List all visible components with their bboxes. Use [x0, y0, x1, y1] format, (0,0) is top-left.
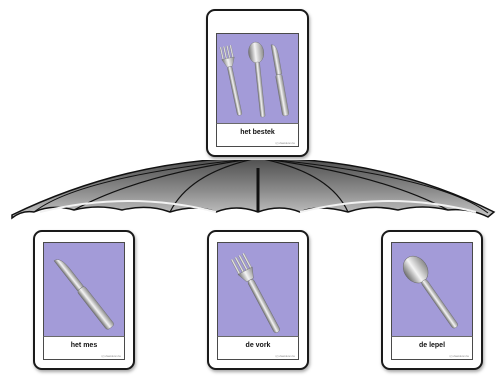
card-knife: het mes (c) vlaanderen.be	[33, 230, 135, 370]
card-caption: de vork (c) vlaanderen.be	[217, 336, 299, 360]
card-caption: het mes (c) vlaanderen.be	[43, 336, 125, 360]
card-art	[43, 242, 125, 344]
card-caption: de lepel (c) vlaanderen.be	[391, 336, 473, 360]
card-credit: (c) vlaanderen.be	[449, 355, 469, 358]
card-credit: (c) vlaanderen.be	[275, 142, 295, 145]
card-credit: (c) vlaanderen.be	[101, 355, 121, 358]
cutlery-set-icon	[219, 41, 289, 118]
card-spoon: de lepel (c) vlaanderen.be	[381, 230, 483, 370]
card-credit: (c) vlaanderen.be	[275, 355, 295, 358]
card-fork: de vork (c) vlaanderen.be	[207, 230, 309, 370]
card-label: de lepel	[418, 342, 446, 349]
card-cutlery: het bestek (c) vlaanderen.be	[206, 9, 309, 157]
card-caption: het bestek (c) vlaanderen.be	[216, 123, 299, 147]
card-art	[216, 33, 299, 125]
spoon-icon	[402, 255, 458, 329]
card-label: de vork	[245, 342, 271, 349]
card-art	[391, 242, 473, 344]
card-art	[217, 242, 299, 344]
knife-icon	[53, 259, 114, 330]
card-label: het mes	[70, 342, 98, 349]
card-label: het bestek	[240, 129, 275, 136]
umbrella-connector	[11, 160, 496, 220]
fork-icon	[230, 252, 280, 333]
